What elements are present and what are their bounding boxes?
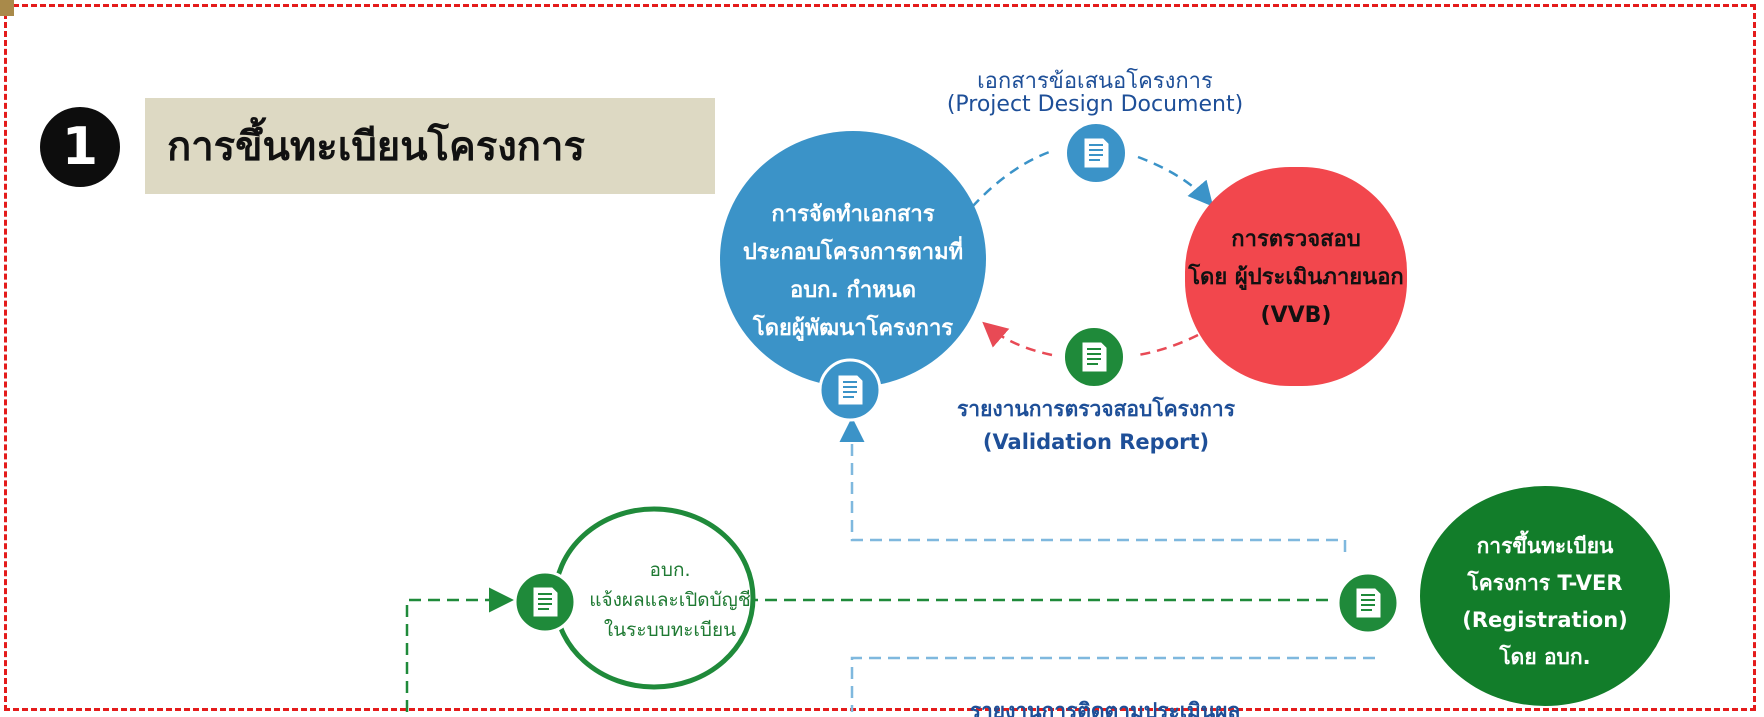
document-icon — [513, 570, 577, 634]
node-notify-line3: ในระบบทะเบียน — [604, 619, 736, 641]
step-number-badge: 1 — [40, 107, 120, 187]
node-prepare-documents — [720, 131, 986, 387]
document-icon — [818, 358, 882, 422]
doc-top-label-th: เอกสารข้อเสนอโครงการ — [977, 68, 1213, 94]
arrow-prepare-to-doc — [971, 149, 1053, 208]
node-register-line4: โดย อบก. — [1498, 644, 1590, 669]
dashed-red-frame — [4, 4, 1756, 711]
line-register-to-prepare — [839, 417, 1347, 552]
doc-top-label-en: (Project Design Document) — [947, 92, 1243, 117]
node-registration — [1420, 486, 1670, 706]
page-title: การขึ้นทะเบียนโครงการ — [145, 98, 715, 194]
arrow-verify-to-validation — [1137, 333, 1199, 357]
node-prepare-line3: อบก. กำหนด — [790, 278, 916, 303]
document-icon — [1336, 571, 1400, 635]
node-register-line1: การขึ้นทะเบียน — [1477, 530, 1614, 558]
node-prepare-line2: ประกอบโครงการตามที่ — [743, 235, 963, 265]
line-bottom-blue — [850, 656, 1375, 712]
document-icon — [1063, 326, 1125, 388]
node-notify-line2: แจ้งผลและเปิดบัญชี — [589, 589, 751, 611]
node-external-verification — [1185, 167, 1407, 386]
arrow-doc-to-verify — [1137, 155, 1214, 207]
node-verify-line3: (VVB) — [1261, 303, 1332, 328]
document-icon — [1065, 122, 1127, 184]
doc-validation-label-en: (Validation Report) — [983, 430, 1209, 454]
node-verify-line1: การตรวจสอบ — [1231, 227, 1360, 252]
node-register-line3: (Registration) — [1462, 608, 1628, 632]
doc-validation-label-th: รายงานการตรวจสอบโครงการ — [957, 396, 1236, 421]
corner-marker — [0, 0, 14, 16]
node-prepare-line1: การจัดทำเอกสาร — [771, 202, 934, 227]
node-register-line2: โครงการ T-VER — [1466, 570, 1622, 595]
node-verify-line2: โดย ผู้ประเมินภายนอก — [1187, 263, 1404, 291]
arrow-validation-to-prepare — [982, 321, 1053, 357]
node-notify-line1: อบก. — [649, 559, 690, 581]
bottom-cut-label: รายงานการติดตามประเมินผล — [970, 699, 1241, 717]
node-prepare-line4: โดยผู้พัฒนาโครงการ — [752, 314, 953, 342]
line-left-green — [405, 587, 514, 712]
